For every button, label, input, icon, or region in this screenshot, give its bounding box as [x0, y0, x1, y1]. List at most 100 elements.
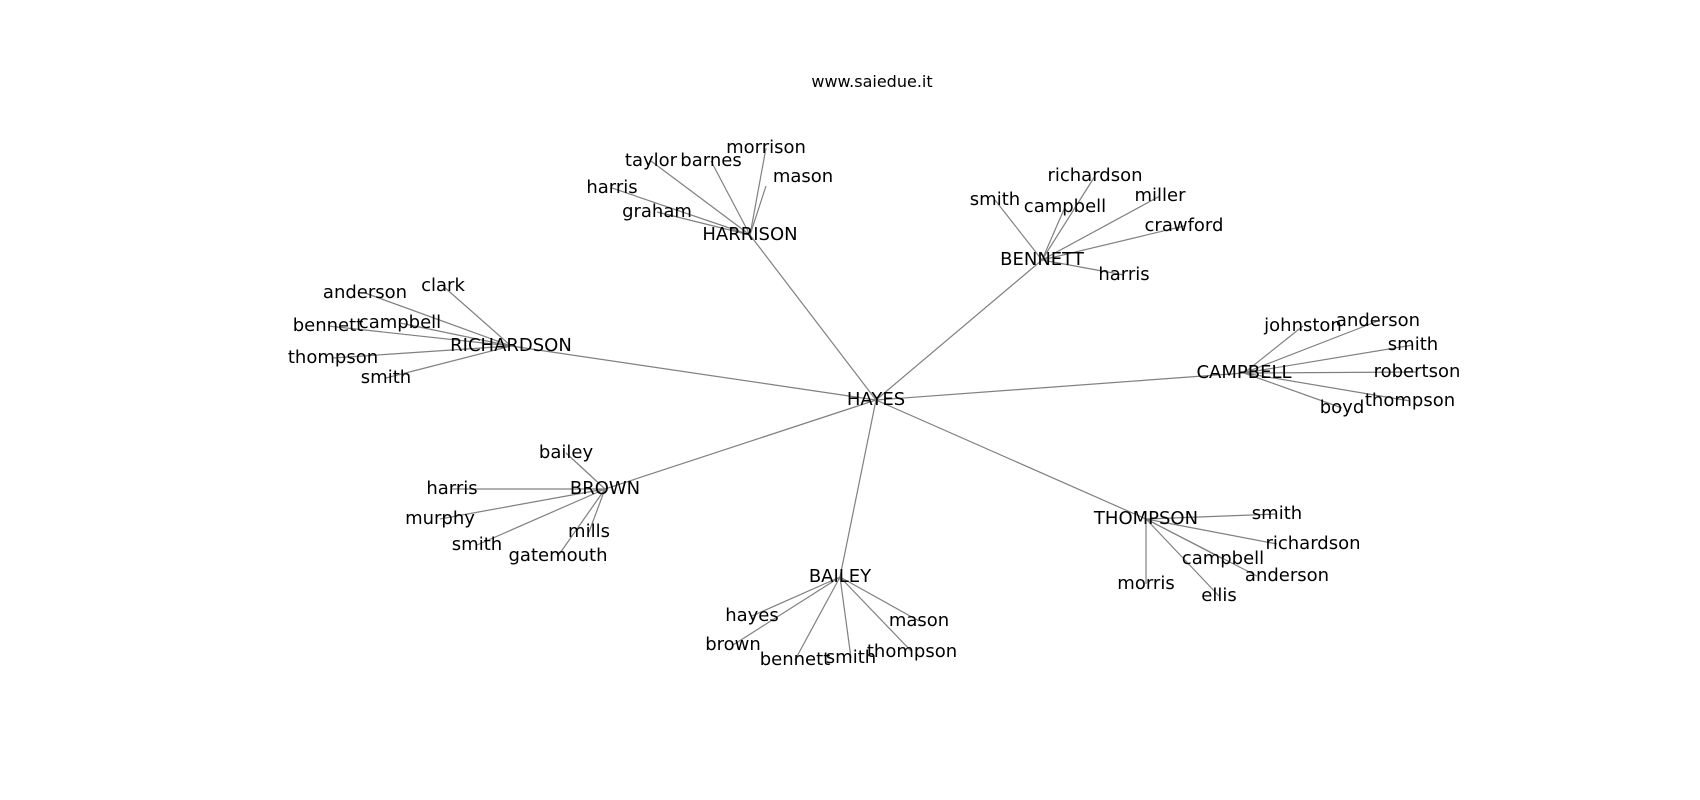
node-member-harrison-graham: graham	[622, 201, 692, 222]
node-member-thompson-smith: smith	[1252, 503, 1302, 524]
node-family-thompson: THOMPSON	[1093, 508, 1198, 529]
edge-root-bailey	[839, 399, 877, 578]
edge-brown-gatemouth	[557, 488, 606, 557]
node-member-brown-smith: smith	[452, 534, 502, 555]
node-family-richardson: RICHARDSON	[450, 335, 572, 356]
edge-campbell-anderson	[1243, 320, 1379, 374]
edge-harrison-barnes	[710, 160, 751, 236]
edges-layer	[327, 147, 1418, 661]
edge-thompson-smith	[1145, 513, 1278, 520]
edge-bailey-brown	[732, 576, 841, 646]
node-family-harrison: HARRISON	[702, 224, 797, 245]
node-member-richardson-bennett: bennett	[293, 315, 364, 336]
node-family-brown: BROWN	[570, 478, 640, 499]
edge-campbell-boyd	[1243, 372, 1343, 409]
node-member-brown-gatemouth: gatemouth	[508, 545, 607, 566]
edge-campbell-smith	[1243, 344, 1414, 374]
node-member-richardson-thompson: thompson	[288, 347, 378, 368]
edge-richardson-smith	[385, 345, 512, 379]
node-member-thompson-campbell: campbell	[1182, 548, 1264, 569]
edge-bailey-mason	[839, 576, 920, 622]
node-family-bailey: BAILEY	[809, 566, 872, 587]
edge-bennett-campbell	[1041, 206, 1066, 261]
node-member-bailey-hayes: hayes	[725, 605, 779, 626]
edge-root-richardson	[510, 345, 877, 401]
node-member-campbell-anderson: anderson	[1336, 310, 1420, 331]
node-root: HAYES	[847, 389, 905, 410]
node-member-bailey-thompson: thompson	[867, 641, 957, 662]
edge-brown-murphy	[439, 488, 606, 520]
node-member-brown-bailey: bailey	[539, 442, 594, 463]
edge-bennett-miller	[1041, 195, 1161, 261]
node-member-campbell-thompson: thompson	[1365, 390, 1455, 411]
edge-thompson-anderson	[1145, 518, 1258, 577]
node-member-bailey-smith: smith	[826, 647, 876, 668]
node-member-thompson-morris: morris	[1117, 573, 1174, 594]
edge-root-bennett	[875, 259, 1043, 401]
node-family-bennett: BENNETT	[1000, 249, 1085, 270]
edge-richardson-bennett	[327, 325, 512, 347]
edge-bailey-bennett	[794, 576, 841, 661]
node-member-bennett-campbell: campbell	[1024, 196, 1106, 217]
edge-thompson-ellis	[1145, 518, 1220, 597]
edge-harrison-mason	[749, 185, 767, 236]
edge-harrison-morrison	[749, 147, 767, 236]
edge-bailey-hayes	[751, 576, 841, 617]
node-member-bennett-richardson: richardson	[1047, 165, 1142, 186]
edge-thompson-richardson	[1145, 518, 1278, 545]
edge-brown-smith	[476, 488, 606, 546]
node-member-campbell-boyd: boyd	[1320, 397, 1365, 418]
edge-richardson-clark	[442, 285, 512, 347]
node-member-bennett-miller: miller	[1134, 185, 1186, 206]
node-member-brown-harris: harris	[426, 478, 477, 499]
edge-bennett-richardson	[1041, 175, 1096, 261]
edge-campbell-johnston	[1243, 325, 1304, 374]
node-member-harrison-harris: harris	[586, 177, 637, 198]
edge-richardson-thompson	[332, 345, 512, 359]
node-member-harrison-mason: mason	[773, 166, 833, 187]
edge-campbell-robertson	[1243, 371, 1418, 374]
edge-root-campbell	[875, 372, 1245, 401]
edge-root-harrison	[749, 234, 877, 401]
edge-root-brown	[604, 399, 877, 490]
node-member-harrison-morrison: morrison	[726, 137, 806, 158]
node-member-richardson-campbell: campbell	[359, 312, 441, 333]
edge-harrison-taylor	[650, 160, 751, 236]
node-member-thompson-richardson: richardson	[1265, 533, 1360, 554]
node-member-campbell-johnston: johnston	[1263, 315, 1342, 336]
node-member-bennett-smith: smith	[970, 189, 1020, 210]
node-member-harrison-barnes: barnes	[680, 150, 741, 171]
node-member-bennett-harris: harris	[1098, 264, 1149, 285]
node-member-bennett-crawford: crawford	[1145, 215, 1224, 236]
node-member-campbell-smith: smith	[1388, 334, 1438, 355]
node-member-richardson-clark: clark	[421, 275, 465, 296]
edge-harrison-harris	[611, 187, 751, 236]
node-member-brown-murphy: murphy	[405, 508, 475, 529]
edge-richardson-campbell	[399, 322, 512, 347]
edge-richardson-anderson	[364, 292, 512, 347]
edge-bennett-crawford	[1041, 225, 1185, 261]
edge-brown-bailey	[565, 452, 606, 490]
node-member-richardson-smith: smith	[361, 367, 411, 388]
edge-campbell-thompson	[1243, 372, 1411, 402]
node-member-richardson-anderson: anderson	[323, 282, 407, 303]
node-member-thompson-ellis: ellis	[1201, 585, 1236, 606]
node-member-bailey-mason: mason	[889, 610, 949, 631]
edge-brown-mills	[588, 488, 606, 533]
node-member-brown-mills: mills	[568, 521, 610, 542]
node-family-campbell: CAMPBELL	[1196, 362, 1291, 383]
node-member-bailey-brown: brown	[705, 634, 761, 655]
edge-bailey-thompson	[839, 576, 913, 653]
edge-harrison-graham	[656, 211, 751, 236]
node-member-campbell-robertson: robertson	[1374, 361, 1461, 382]
site-title: www.saiedue.it	[811, 72, 932, 91]
edge-bailey-smith	[839, 576, 852, 659]
node-member-harrison-taylor: taylor	[625, 150, 678, 171]
node-member-thompson-anderson: anderson	[1245, 565, 1329, 586]
edge-root-thompson	[875, 399, 1147, 520]
edge-bennett-harris	[1041, 259, 1125, 276]
node-member-bailey-bennett: bennett	[760, 649, 831, 670]
edge-bennett-smith	[994, 199, 1043, 261]
